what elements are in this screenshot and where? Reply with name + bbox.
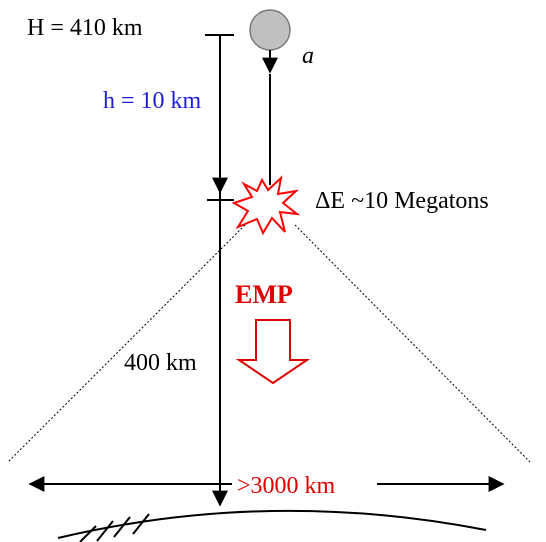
ground-span-label: >3000 km <box>237 473 336 499</box>
object-label: a <box>302 43 314 69</box>
lower-distance-label: 400 km <box>124 350 197 376</box>
total-height-label: H = 410 km <box>27 15 143 41</box>
cone-left-edge <box>7 224 246 463</box>
earth-surface <box>57 509 487 539</box>
emp-label: EMP <box>235 280 293 309</box>
sphere-icon <box>249 9 291 51</box>
down-arrow-icon <box>235 319 311 385</box>
burst-height-label: h = 10 km <box>103 88 202 114</box>
explosion-icon <box>231 175 301 236</box>
cone-right-edge <box>294 224 531 463</box>
energy-label: ΔE ~10 Megatons <box>315 188 489 214</box>
ground-hatching <box>79 513 150 542</box>
